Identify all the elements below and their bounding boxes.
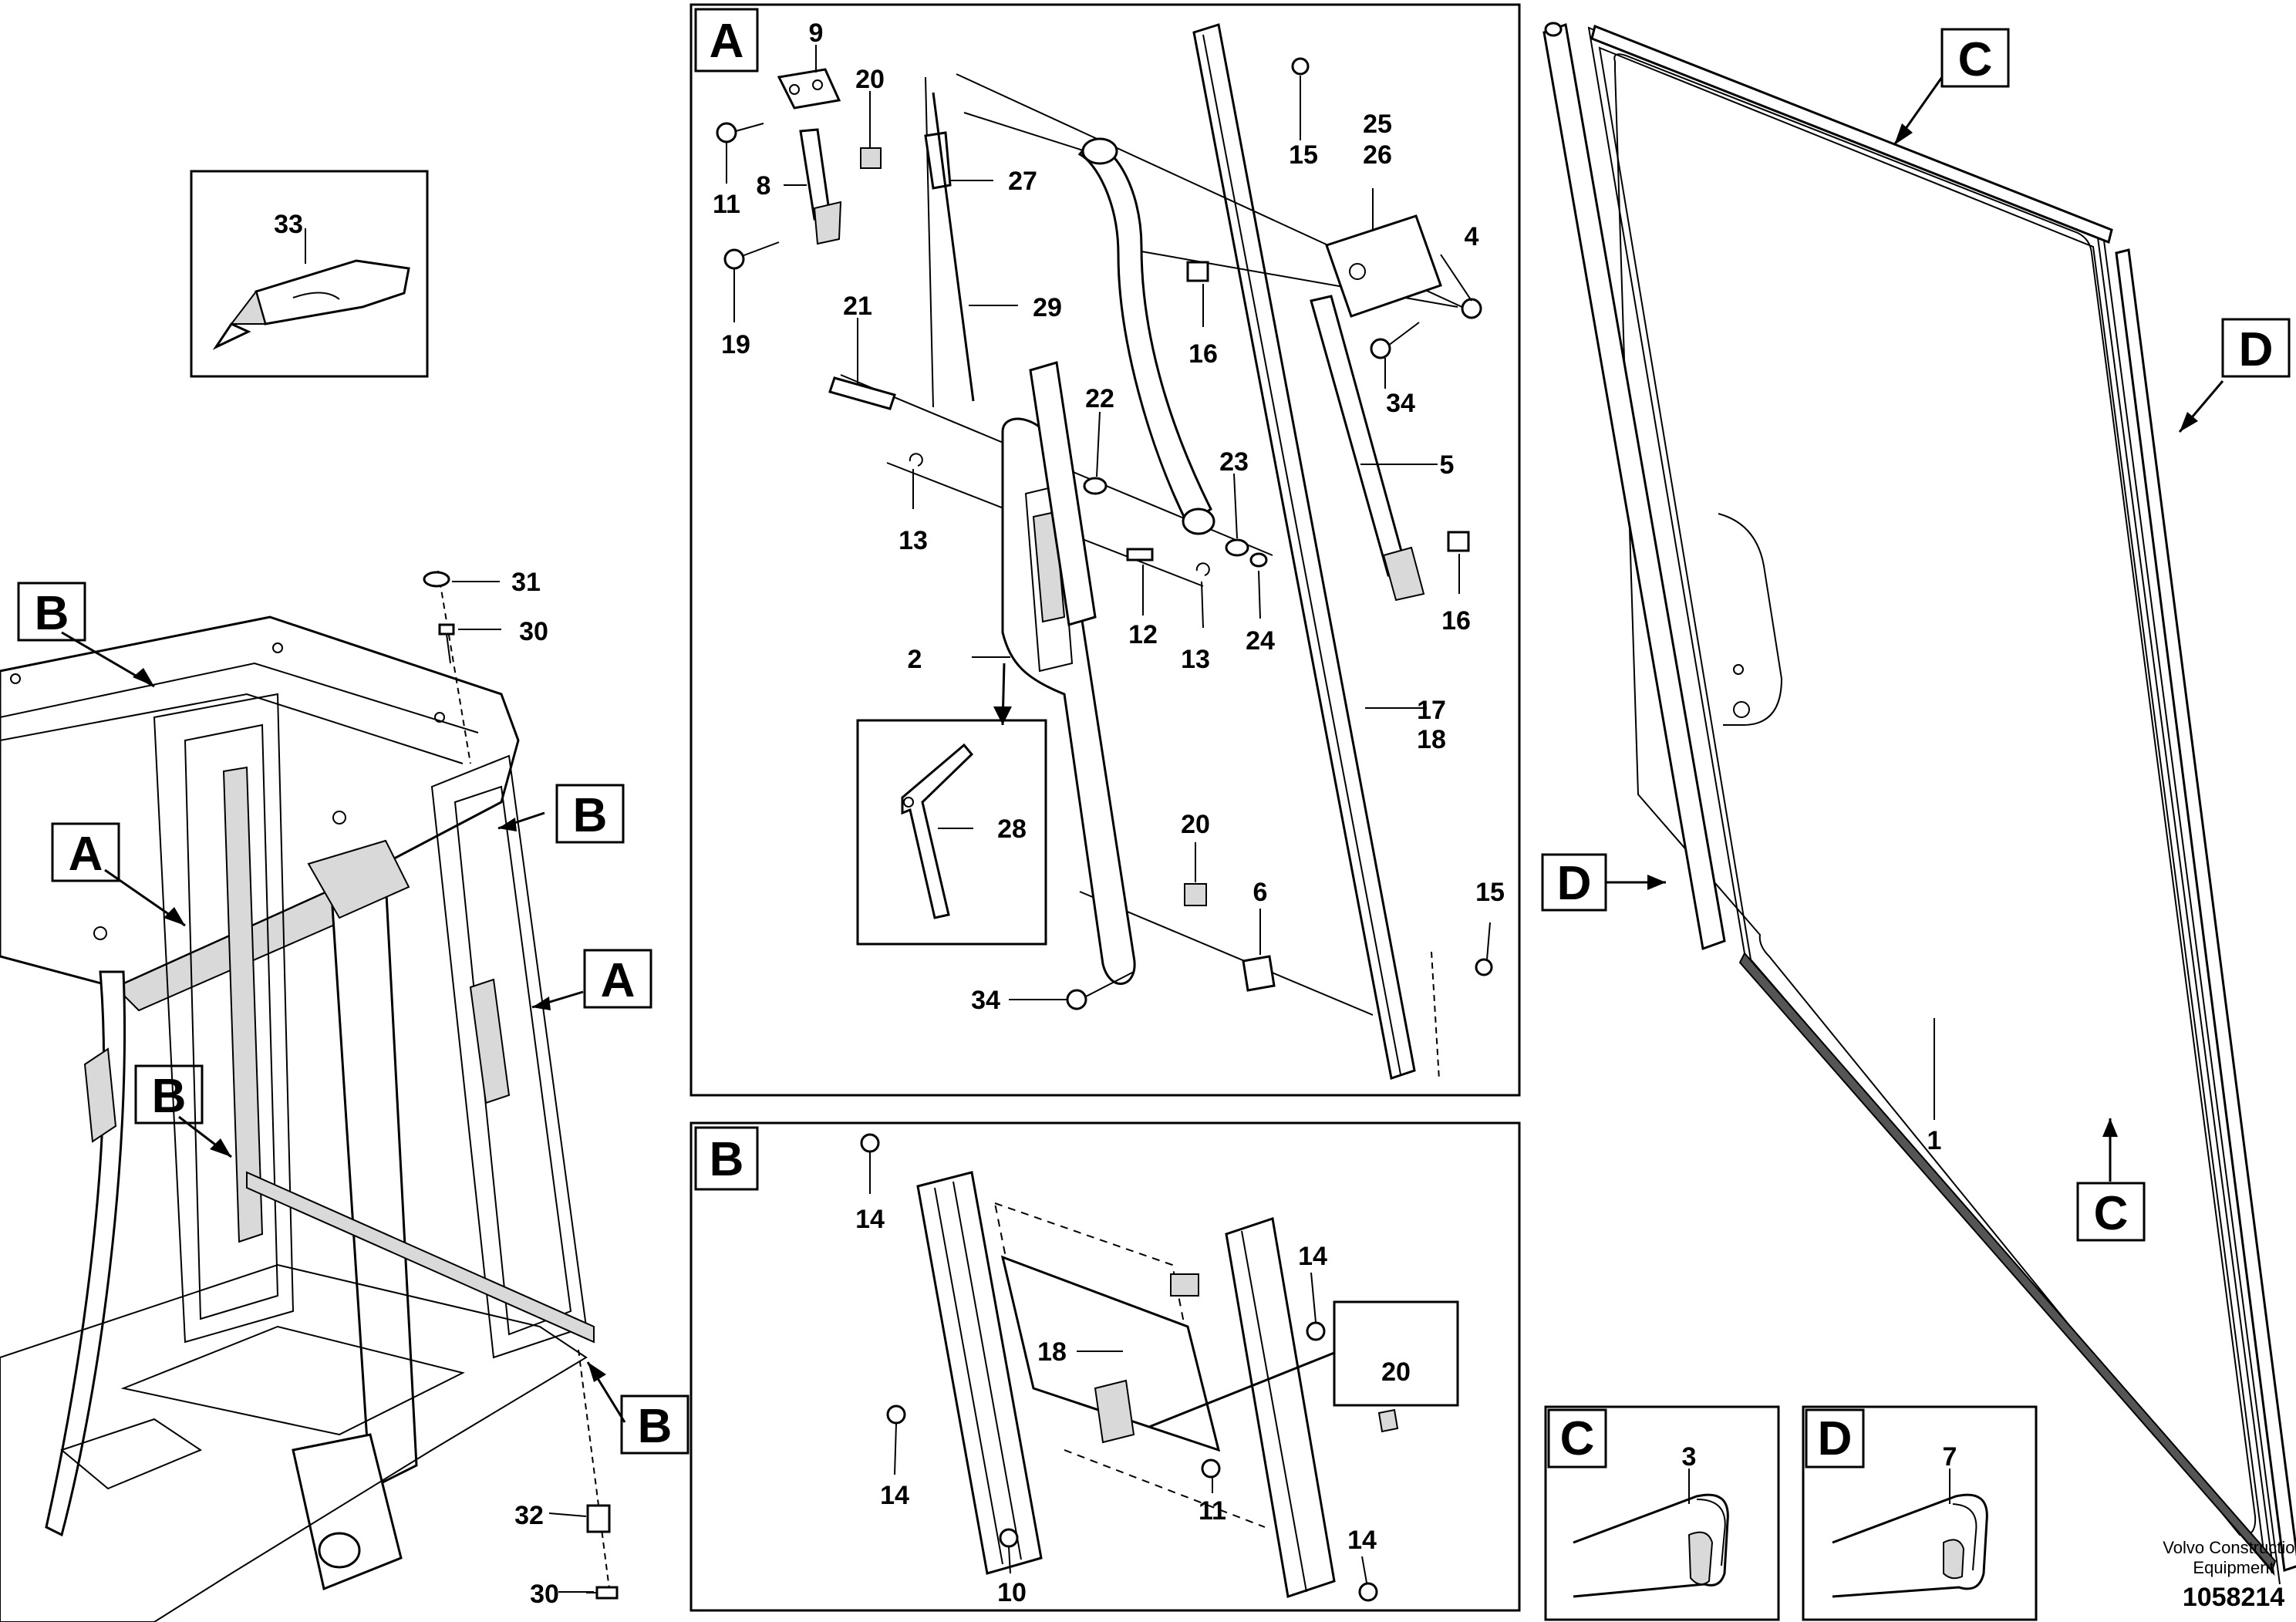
detail-panel-b: [689, 1121, 1521, 1612]
section-letter-box-c: [1547, 1408, 1607, 1469]
callout-letter-b: B: [573, 789, 608, 842]
seal-profile-c: [1573, 1493, 1729, 1598]
part-number-labels: 31 30 32 30 33 9 20 11 8 19 27 29 21 22 …: [274, 19, 1957, 1609]
part-label-21: 21: [843, 292, 872, 321]
callout-letter-a: A: [601, 954, 636, 1007]
section-letter-a: A: [710, 15, 744, 68]
brand-line-2: Equipment: [2193, 1558, 2274, 1577]
part-label-24: 24: [1246, 626, 1275, 656]
part-label-10: 10: [997, 1578, 1027, 1607]
part-label-33: 33: [274, 210, 303, 239]
part-label-14: 14: [880, 1481, 909, 1510]
part-label-34: 34: [1386, 389, 1415, 418]
part-label-5: 5: [1440, 450, 1455, 480]
part-label-15: 15: [1475, 878, 1505, 907]
callout-box-c: [2076, 1182, 2146, 1242]
part-label-20: 20: [855, 65, 885, 94]
part-label-34: 34: [971, 986, 1000, 1015]
brand-line-1: Volvo Construction: [2163, 1538, 2296, 1557]
detail-box-33: [190, 170, 429, 378]
callout-letter-d: D: [1557, 857, 1592, 910]
detail-box-28: [856, 719, 1047, 946]
part-label-8: 8: [757, 171, 771, 201]
callout-box-d: [2221, 318, 2291, 378]
detail-panel-c: [1544, 1405, 1780, 1621]
callout-letter-c: C: [1958, 33, 1993, 86]
callout-box-a: [51, 822, 120, 882]
panel-a-illustration: [716, 23, 1493, 1081]
part-label-18: 18: [1037, 1337, 1067, 1367]
part-label-13: 13: [1181, 645, 1210, 674]
part-label-16: 16: [1441, 606, 1471, 636]
part-label-30: 30: [530, 1580, 559, 1609]
callout-box-a: [583, 949, 652, 1009]
callout-letter-a: A: [69, 828, 103, 881]
section-letter-box-d: [1805, 1408, 1865, 1469]
part-label-22: 22: [1085, 384, 1114, 413]
callout-letter-b: B: [638, 1400, 673, 1453]
part-label-26: 26: [1363, 140, 1392, 170]
footer: Volvo Construction Equipment 1058214: [2163, 1538, 2296, 1612]
part-label-7: 7: [1943, 1442, 1957, 1472]
part-label-11: 11: [1199, 1496, 1226, 1526]
part-label-2: 2: [908, 645, 922, 674]
part-label-19: 19: [721, 330, 750, 359]
part-label-9: 9: [809, 19, 824, 48]
part-label-23: 23: [1219, 447, 1249, 477]
window-pane-illustration: [1542, 22, 2296, 1585]
part-label-31: 31: [511, 568, 541, 597]
part-label-6: 6: [1253, 878, 1268, 907]
part-label-14: 14: [1347, 1526, 1377, 1555]
part-label-16: 16: [1188, 339, 1218, 369]
part-label-18: 18: [1417, 725, 1446, 754]
callout-box-b: [134, 1064, 204, 1125]
callout-box-b: [555, 784, 625, 844]
detail-panel-a: [689, 3, 1521, 1097]
sealant-tube-illustration: [212, 259, 410, 350]
section-letter-b: B: [710, 1133, 744, 1186]
seal-profile-d: [1832, 1493, 1988, 1598]
part-label-25: 25: [1363, 110, 1392, 139]
part-label-20: 20: [1181, 810, 1210, 839]
panel-b-illustration: [860, 1133, 1399, 1602]
cab-overview-illustration: [0, 570, 619, 1622]
part-label-12: 12: [1128, 620, 1158, 649]
part-label-15: 15: [1289, 140, 1318, 170]
section-letter-d: D: [1818, 1412, 1853, 1465]
section-letter-box-b: [694, 1126, 759, 1191]
callout-box-c: [1940, 28, 2010, 88]
part-label-1: 1: [1927, 1126, 1942, 1155]
part-label-13: 13: [899, 526, 928, 555]
part-label-17: 17: [1417, 696, 1446, 725]
callout-letter-c: C: [2094, 1187, 2129, 1240]
part-label-3: 3: [1682, 1442, 1697, 1472]
part-label-28: 28: [997, 814, 1027, 844]
callout-letter-d: D: [2239, 323, 2274, 376]
part-label-14: 14: [855, 1205, 885, 1234]
part-label-27: 27: [1008, 167, 1037, 196]
part-label-4: 4: [1465, 222, 1479, 251]
callout-box-b: [17, 582, 86, 642]
section-letter-box-a: [694, 8, 759, 73]
drawing-number: 1058214: [2183, 1583, 2284, 1612]
part-label-32: 32: [514, 1501, 544, 1530]
part-label-29: 29: [1033, 293, 1062, 322]
section-letter-boxes: A B B A B B A B C D D C C D: [17, 8, 2291, 1469]
callout-box-b: [620, 1394, 689, 1455]
part-label-14: 14: [1298, 1242, 1327, 1271]
detail-panel-d: [1802, 1405, 2038, 1621]
part-label-20: 20: [1381, 1357, 1411, 1387]
callout-box-d: [1541, 853, 1607, 912]
callout-letter-b: B: [35, 587, 69, 640]
detail-box-20: [1333, 1300, 1459, 1407]
callout-letter-b: B: [152, 1070, 187, 1123]
part-label-11: 11: [713, 190, 740, 219]
callout-arrows: [133, 123, 2198, 1382]
part-label-30: 30: [519, 617, 548, 646]
section-letter-c: C: [1560, 1412, 1595, 1465]
